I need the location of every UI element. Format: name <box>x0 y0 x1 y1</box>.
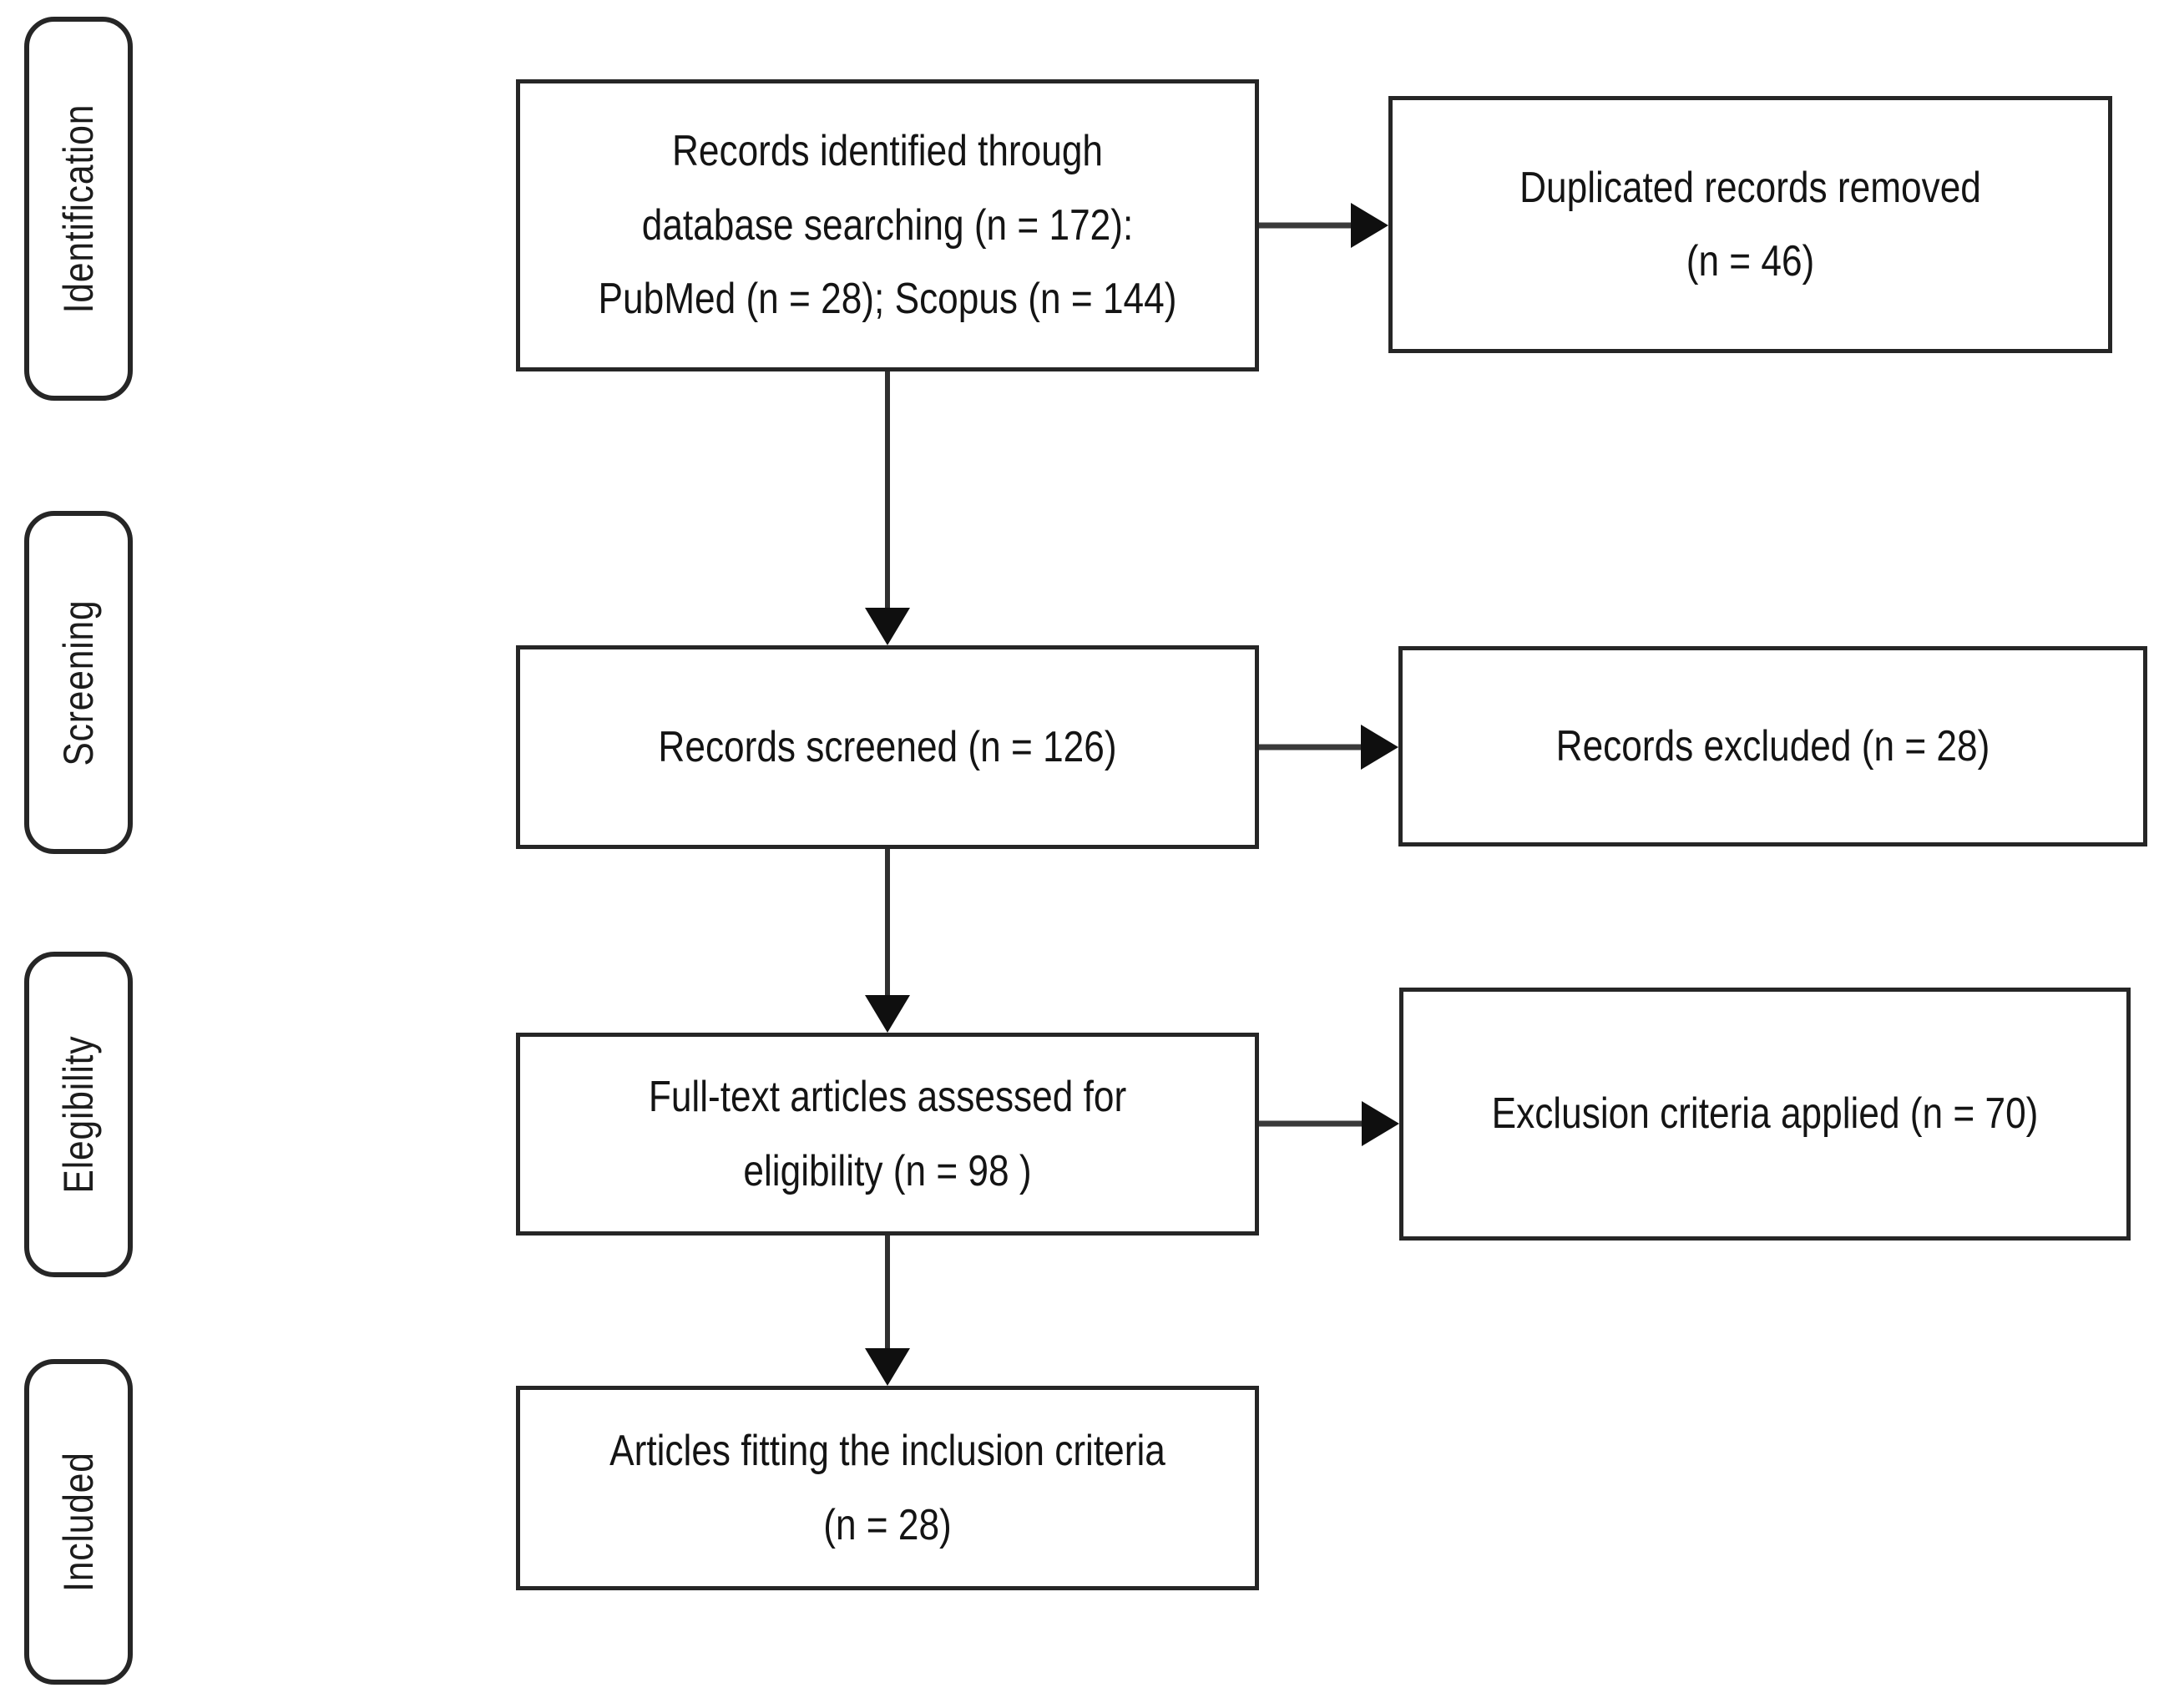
box-records-screened: Records screened (n = 126) <box>516 645 1259 849</box>
stage-label-text: Screening <box>55 599 102 766</box>
stage-label-text: Elegibility <box>55 1035 102 1194</box>
arrow-fulltext-to-included-head-icon <box>865 1348 910 1386</box>
box-records-identified: Records identified through database sear… <box>516 79 1259 371</box>
stage-label-text: Identification <box>55 104 102 314</box>
arrow-screened-to-excluded-head-icon <box>1361 725 1398 770</box>
box-text: Records screened (n = 126) <box>658 722 1117 771</box>
stage-label-elegibility: Elegibility <box>24 952 133 1277</box>
box-articles-included: Articles fitting the inclusion criteria … <box>516 1386 1259 1590</box>
stage-label-screening: Screening <box>24 511 133 854</box>
box-exclusion-criteria: Exclusion criteria applied (n = 70) <box>1399 988 2131 1241</box>
box-text: Exclusion criteria applied (n = 70) <box>1491 1089 2039 1139</box>
arrow-fulltext-to-exclusion-head-icon <box>1362 1101 1399 1146</box>
box-duplicates-removed: Duplicated records removed (n = 46) <box>1388 96 2112 353</box>
box-text: Full-text articles assessed for eligibil… <box>648 1073 1127 1195</box>
arrow-identified-to-duplicates-head-icon <box>1351 203 1388 248</box>
box-text: Records excluded (n = 28) <box>1555 721 1990 771</box>
stage-label-included: Included <box>24 1359 133 1685</box>
box-text: Articles fitting the inclusion criteria … <box>609 1427 1165 1549</box>
box-records-excluded: Records excluded (n = 28) <box>1398 646 2147 846</box>
box-text: Records identified through database sear… <box>598 127 1177 324</box>
box-text: Duplicated records removed (n = 46) <box>1519 163 1981 286</box>
arrow-screened-to-fulltext-head-icon <box>865 995 910 1033</box>
stage-label-text: Included <box>55 1452 102 1592</box>
stage-label-identification: Identification <box>24 17 133 401</box>
arrow-identified-to-screened-head-icon <box>865 608 910 645</box>
box-fulltext-assessed: Full-text articles assessed for eligibil… <box>516 1033 1259 1236</box>
